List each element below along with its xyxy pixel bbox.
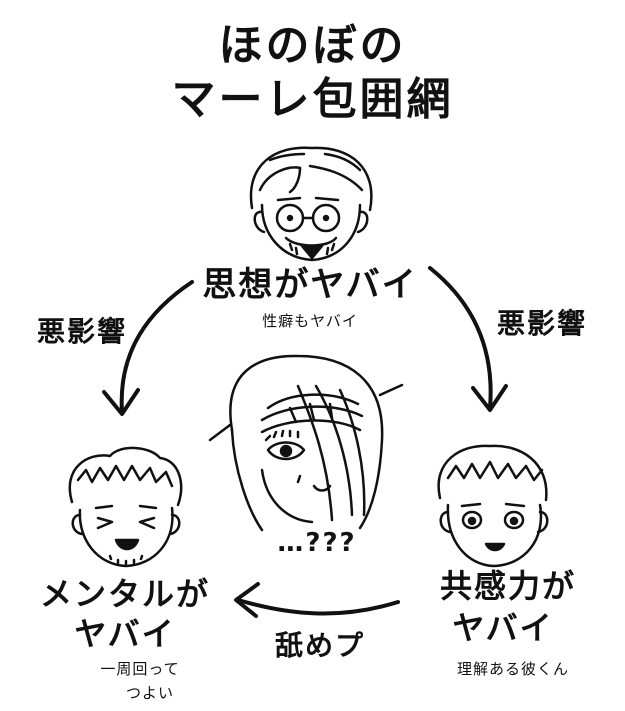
- diagram-title-line2: マーレ包囲網: [171, 74, 454, 125]
- top-node-note: 性癖もヤバイ: [262, 312, 358, 330]
- top-node-label: 思想がヤバイ: [202, 265, 418, 305]
- right-node-label-line1: 共感力が: [439, 567, 576, 605]
- arrowhead-top-to-right: [471, 384, 508, 412]
- character-left-portrait: [68, 446, 183, 568]
- edge-label-right-to-left: 舐めプ: [274, 629, 365, 662]
- arrow-top-to-left: [119, 280, 194, 414]
- diagram-title-line1: ほのぼの: [218, 20, 407, 71]
- left-node-label-line2: ヤバイ: [74, 615, 176, 653]
- edge-label-top-to-left: 悪影響: [36, 315, 127, 348]
- character-top-portrait: [249, 146, 373, 262]
- left-node-note-line2: つよい: [125, 684, 174, 702]
- edge-label-top-to-right: 悪影響: [496, 307, 587, 340]
- left-node-note-line1: 一周回って: [100, 660, 180, 678]
- right-node-note: 理解ある彼くん: [456, 660, 569, 678]
- arrow-top-to-right: [428, 266, 493, 410]
- arrow-right-to-left: [236, 598, 400, 616]
- character-center-portrait: [208, 354, 404, 532]
- center-speech: …???: [277, 528, 357, 558]
- left-node-label-line1: メンタルが: [39, 575, 210, 613]
- right-node-label-line2: ヤバイ: [452, 609, 554, 647]
- arrowhead-top-to-left: [102, 388, 140, 416]
- character-right-portrait: [437, 444, 549, 568]
- arrowhead-right-to-left: [234, 582, 260, 618]
